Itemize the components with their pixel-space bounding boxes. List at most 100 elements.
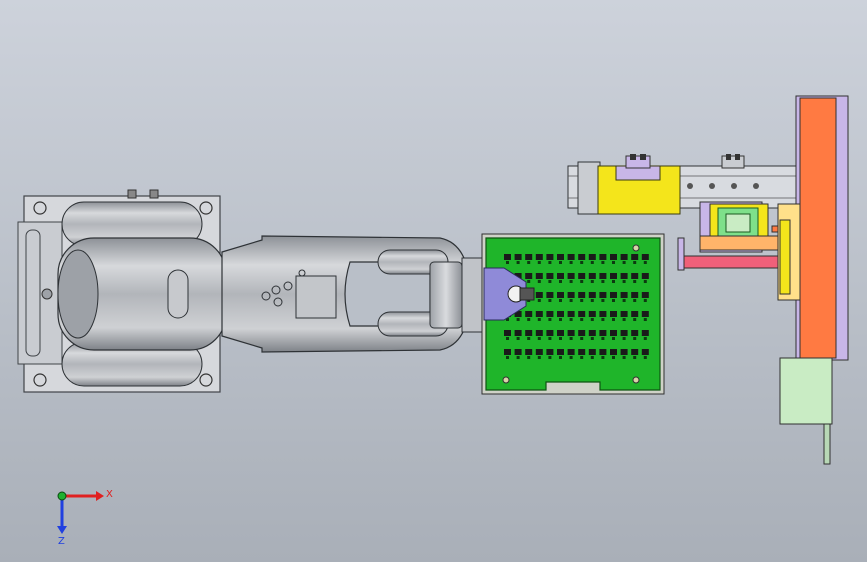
board-slot bbox=[641, 349, 649, 355]
board-slot bbox=[588, 349, 596, 355]
board-slot bbox=[535, 273, 543, 279]
board-slot bbox=[610, 273, 617, 279]
board-slot bbox=[588, 273, 596, 279]
board-slot bbox=[504, 254, 511, 260]
board-slot bbox=[588, 292, 596, 298]
slot-pin bbox=[633, 299, 637, 302]
slot-pin bbox=[580, 261, 584, 264]
board-slot bbox=[535, 311, 543, 317]
slot-pin bbox=[633, 318, 637, 321]
slot-pin bbox=[633, 356, 637, 359]
slot-pin bbox=[569, 299, 573, 302]
arm-bolt bbox=[271, 285, 281, 295]
turret-cap bbox=[57, 249, 99, 339]
robot-arm[interactable] bbox=[17, 189, 483, 393]
board-slot bbox=[514, 273, 522, 279]
board-slot bbox=[588, 330, 596, 336]
board-slot bbox=[641, 330, 649, 336]
slot-pin bbox=[548, 337, 552, 340]
sensor-block bbox=[725, 213, 751, 233]
slot-pin bbox=[548, 299, 552, 302]
slot-pin bbox=[601, 337, 605, 340]
feeder-station[interactable] bbox=[567, 95, 849, 465]
board-slot bbox=[504, 349, 511, 355]
slot-pin bbox=[601, 299, 605, 302]
board-slot bbox=[525, 311, 533, 317]
board-slot bbox=[610, 254, 617, 260]
column-shaft bbox=[823, 423, 831, 465]
board-slot bbox=[610, 292, 617, 298]
coordinate-triad: X Z bbox=[57, 489, 113, 547]
slot-pin bbox=[527, 318, 531, 321]
arm-cover-plate bbox=[295, 275, 337, 319]
board-slot bbox=[567, 330, 575, 336]
board-slot bbox=[557, 292, 564, 298]
valve-port bbox=[630, 154, 636, 160]
board-slot bbox=[557, 349, 564, 355]
slot-pin bbox=[580, 337, 584, 340]
board-slot bbox=[514, 349, 522, 355]
slot-pin bbox=[506, 356, 509, 359]
board-slot bbox=[546, 311, 554, 317]
slot-pin bbox=[622, 318, 626, 321]
board-mount-hole bbox=[632, 244, 640, 252]
column-orange-block bbox=[799, 97, 837, 359]
slot-pin bbox=[590, 299, 594, 302]
slot-pin bbox=[633, 280, 637, 283]
base-bolt bbox=[41, 288, 53, 300]
slot-pin bbox=[548, 318, 552, 321]
board-slot bbox=[620, 292, 628, 298]
board-slot bbox=[631, 273, 639, 279]
wrist-flange bbox=[461, 257, 483, 333]
slot-pin bbox=[569, 318, 573, 321]
board-slot bbox=[525, 254, 533, 260]
slot-pin bbox=[506, 261, 509, 264]
slot-pin bbox=[580, 299, 584, 302]
slot-pin bbox=[580, 356, 584, 359]
top-screw bbox=[149, 189, 159, 199]
arm-bolt bbox=[261, 291, 271, 301]
slot-pin bbox=[601, 280, 605, 283]
board-slot bbox=[599, 292, 607, 298]
rail-bolt bbox=[753, 183, 759, 189]
slot-pin bbox=[569, 261, 573, 264]
board-slot bbox=[546, 254, 554, 260]
board-slot bbox=[620, 330, 628, 336]
slot-pin bbox=[527, 356, 531, 359]
board-slot bbox=[557, 311, 564, 317]
board-slot bbox=[631, 349, 639, 355]
slot-pin bbox=[622, 280, 626, 283]
base-hole bbox=[199, 373, 213, 387]
x-axis-label: X bbox=[106, 489, 113, 500]
board-slot bbox=[641, 311, 649, 317]
board-slot bbox=[557, 254, 564, 260]
pcb-tray[interactable] bbox=[481, 233, 665, 395]
board-slot bbox=[599, 273, 607, 279]
board-slot bbox=[610, 330, 617, 336]
slot-pin bbox=[612, 356, 615, 359]
board-slot bbox=[599, 311, 607, 317]
board-slot bbox=[599, 349, 607, 355]
board-slot bbox=[514, 311, 522, 317]
board-slot bbox=[620, 254, 628, 260]
slot-grid bbox=[504, 254, 649, 359]
board-slot bbox=[535, 349, 543, 355]
valve-port bbox=[735, 154, 740, 160]
board-slot bbox=[535, 254, 543, 260]
slot-pin bbox=[622, 261, 626, 264]
column-mint-base bbox=[779, 357, 833, 425]
board-slot bbox=[567, 349, 575, 355]
side-stack-inner bbox=[779, 219, 791, 295]
slot-pin bbox=[612, 299, 615, 302]
board-slot bbox=[567, 311, 575, 317]
board-slot bbox=[567, 273, 575, 279]
board-slot bbox=[525, 273, 533, 279]
z-arrow-head-icon bbox=[57, 526, 67, 534]
slot-pin bbox=[601, 356, 605, 359]
board-slot bbox=[620, 273, 628, 279]
valve-block bbox=[721, 155, 745, 169]
robot-wrist bbox=[429, 261, 463, 329]
rail-end-block bbox=[577, 161, 601, 215]
slot-pin bbox=[601, 261, 605, 264]
